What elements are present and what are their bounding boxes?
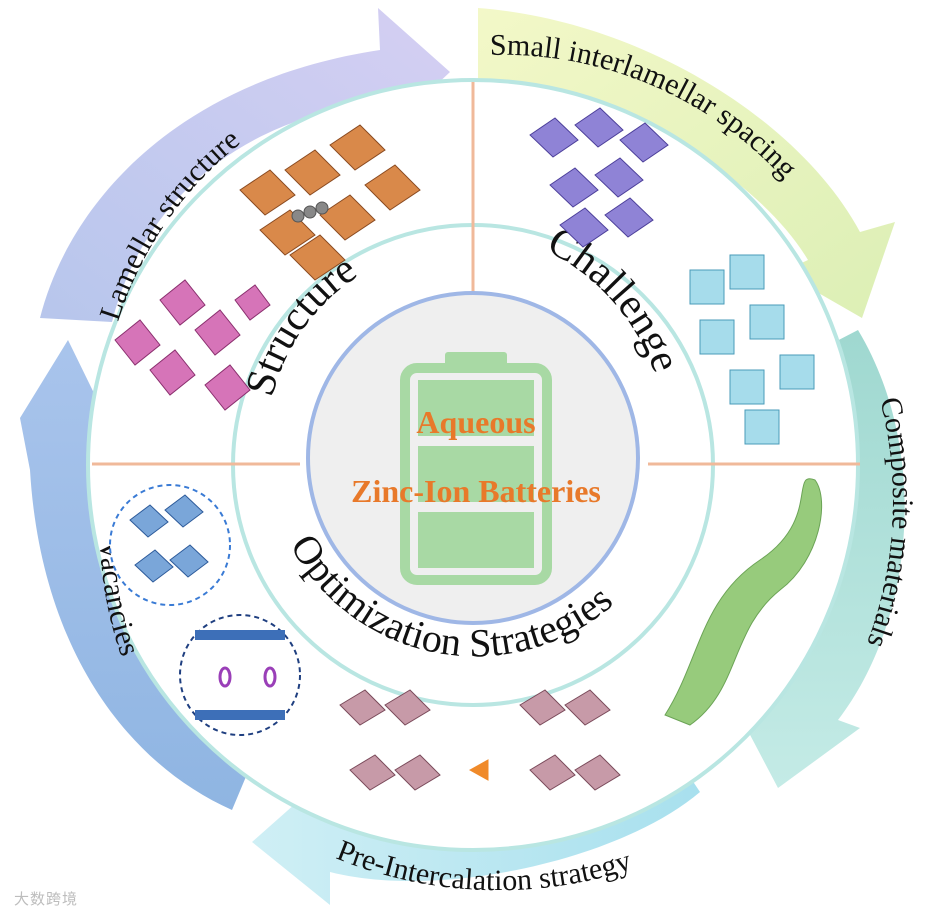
pre-intercalation-illustration	[339, 689, 621, 791]
vacancies-illustration-bottom	[179, 614, 301, 736]
center-title-line1: Aqueous	[416, 404, 535, 440]
structure-orange-polyhedra	[239, 124, 421, 281]
arrow-lamellar-structure	[40, 8, 450, 322]
composite-ribbon	[664, 478, 822, 726]
center-title-line2: Zinc-Ion Batteries	[351, 473, 601, 509]
challenge-purple-layers	[529, 107, 669, 248]
battery-icon	[400, 352, 552, 585]
structure-pink-polyhedra	[114, 279, 271, 411]
arrow-small-interlamellar-spacing	[478, 8, 895, 318]
arrow-vacancies	[20, 340, 258, 810]
challenge-cyan-layers	[689, 254, 815, 445]
watermark: 大数跨境	[14, 890, 79, 908]
arrow-composite-materials	[738, 330, 905, 788]
vacancies-illustration-top	[109, 484, 231, 606]
